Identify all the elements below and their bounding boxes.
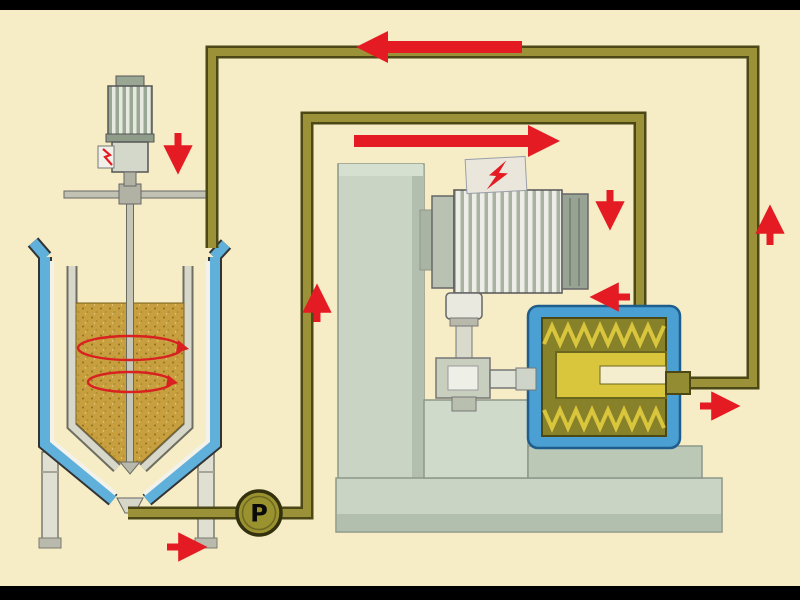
mill-column [337, 163, 425, 481]
pipework [128, 45, 760, 520]
mixing-tank-assembly [27, 75, 232, 549]
grinding-discs-bottom [542, 405, 666, 433]
mill-pedestal [423, 399, 529, 479]
flow-arrow-feed-line [354, 125, 560, 157]
tank-outer-wall [27, 237, 232, 506]
flow-arrows [163, 31, 785, 562]
bead-mill [335, 155, 723, 533]
top-frame-bar [0, 0, 800, 10]
grinding-discs-top [542, 321, 666, 349]
hazard-label [97, 145, 115, 169]
lightning-bolt-icon [486, 160, 508, 190]
liquid-swirl-arrows [76, 334, 189, 394]
chamber-inlet-hub [515, 367, 537, 391]
flow-arrow-top-return [356, 31, 522, 63]
feed-pipe [281, 111, 647, 520]
mill-motor [419, 189, 589, 294]
circulation-pump: P [235, 489, 283, 537]
chamber-slot [599, 365, 667, 385]
chamber-support-step [527, 445, 703, 479]
tank-inner-wall [66, 266, 194, 473]
pump-ring [241, 495, 277, 531]
pump-body [235, 489, 283, 537]
power-label [464, 155, 528, 195]
agitator-motor [97, 75, 155, 187]
lightning-bolt-icon [102, 148, 113, 166]
return-pipe [205, 45, 760, 390]
tank-leg-left [38, 451, 62, 549]
mill-base-shade [337, 514, 721, 531]
chamber-outlet-stub [665, 371, 691, 395]
pump-label: P [250, 500, 268, 528]
grinding-chamber [515, 304, 691, 450]
bottom-frame-bar [0, 586, 800, 600]
